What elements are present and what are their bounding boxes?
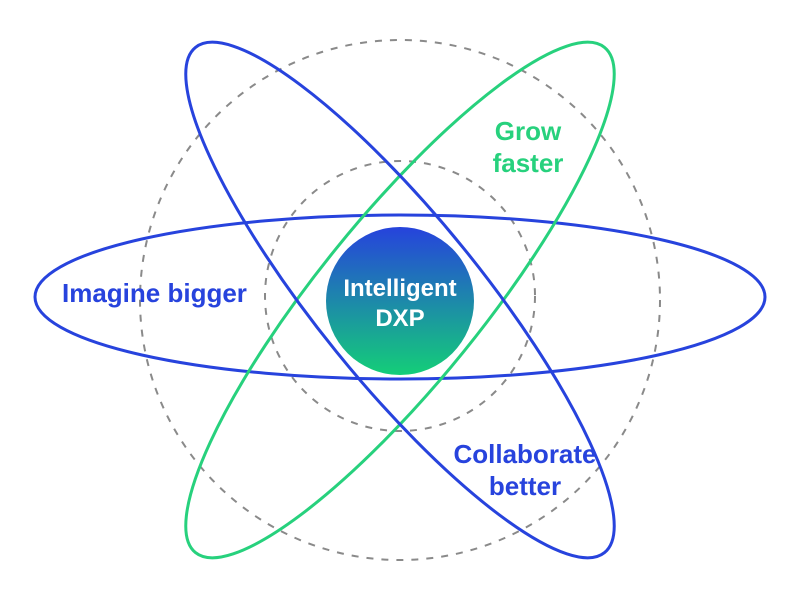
imagine-bigger-label: Imagine bigger <box>62 278 247 308</box>
collaborate-better-label-line2: better <box>489 471 561 501</box>
core-label-line2: DXP <box>375 305 424 332</box>
core-circle <box>326 227 474 375</box>
collaborate-better-orbit <box>184 40 616 560</box>
grow-faster-orbit <box>184 40 616 560</box>
grow-faster-label-line2: faster <box>493 148 564 178</box>
inner-dashed-circle <box>264 160 536 432</box>
collaborate-better-label-line1: Collaborate <box>453 439 596 469</box>
core-label-line1: Intelligent <box>343 275 456 302</box>
outer-dashed-circle <box>139 39 661 561</box>
imagine-bigger-orbit <box>33 213 767 381</box>
grow-faster-label-line1: Grow <box>495 116 562 146</box>
